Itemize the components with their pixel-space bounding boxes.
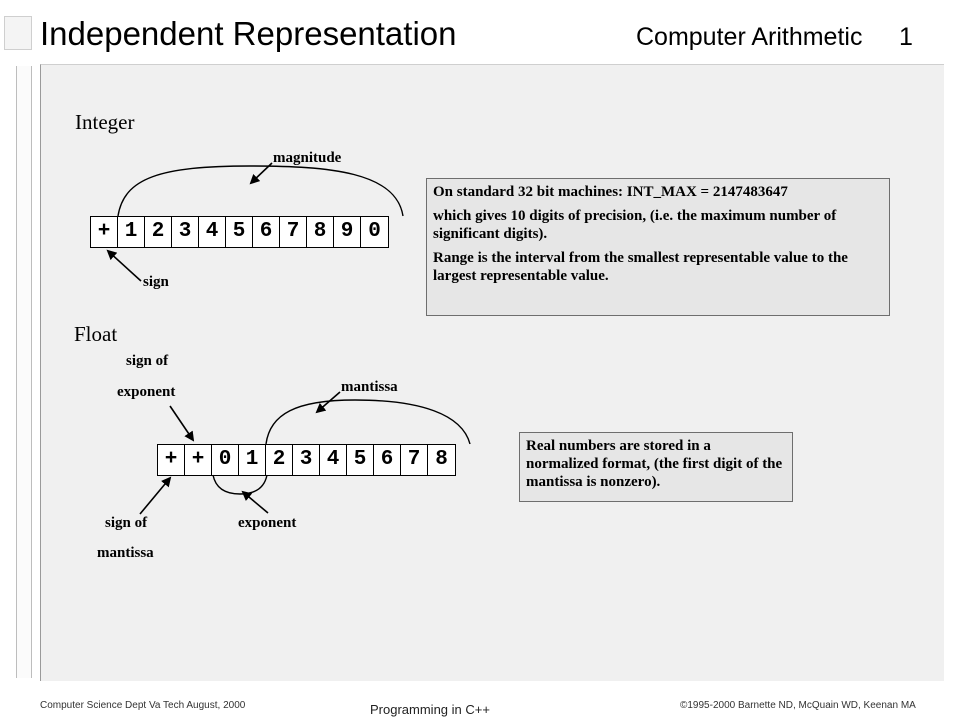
float-digit: 8 <box>435 448 448 471</box>
footer-center: Programming in C++ <box>370 702 490 717</box>
footer-left: Computer Science Dept Va Tech August, 20… <box>40 700 246 711</box>
integer-digit: 4 <box>199 217 226 247</box>
note-line-range: Range is the interval from the smallest … <box>433 250 848 284</box>
slide-topic: Computer Arithmetic <box>636 23 863 51</box>
float-digit: 0 <box>212 445 239 475</box>
float-digit: 3 <box>293 445 320 475</box>
exponent-label: exponent <box>238 515 297 531</box>
integer-digit: 1 <box>118 217 145 247</box>
integer-digit: 3 <box>172 217 199 247</box>
slide-number: 1 <box>899 23 913 51</box>
sign-of-mantissa-label-line1: sign of <box>105 515 148 531</box>
mantissa-label: mantissa <box>341 379 398 395</box>
sign-of-exponent-label-line1: sign of <box>126 353 169 369</box>
float-digit: 2 <box>266 445 293 475</box>
footer-right: ©1995-2000 Barnette ND, McQuain WD, Keen… <box>680 700 916 711</box>
magnitude-label: magnitude <box>273 150 342 166</box>
integer-label: Integer <box>75 110 135 134</box>
integer-digit: 6 <box>253 217 280 247</box>
integer-note: On standard 32 bit machines: INT_MAX = 2… <box>426 178 890 316</box>
integer-digit: 7 <box>280 217 307 247</box>
float-digit: + <box>158 445 185 475</box>
float-digit-row: + + 0 1 2 3 4 5 6 7 8 <box>157 444 456 476</box>
float-digit: 6 <box>374 445 401 475</box>
integer-digit: 0 <box>368 220 381 243</box>
float-note: Real numbers are stored in a normalized … <box>519 432 793 502</box>
integer-digit: 5 <box>226 217 253 247</box>
note-line-precision: which gives 10 digits of precision, (i.e… <box>433 208 837 242</box>
float-digit: 5 <box>347 445 374 475</box>
sign-label: sign <box>143 274 169 290</box>
slide-title: Independent Representation <box>40 15 457 52</box>
note-line-int-max: On standard 32 bit machines: INT_MAX = 2… <box>433 184 788 200</box>
left-rail <box>16 66 32 678</box>
integer-digit: 2 <box>145 217 172 247</box>
sign-of-exponent-label-line2: exponent <box>117 384 176 400</box>
integer-digit: 9 <box>334 217 361 247</box>
integer-digit-row: + 1 2 3 4 5 6 7 8 9 0 <box>90 216 389 248</box>
float-digit: 4 <box>320 445 347 475</box>
integer-digit: + <box>91 217 118 247</box>
float-digit: + <box>185 445 212 475</box>
float-digit: 1 <box>239 445 266 475</box>
content-panel <box>40 64 944 681</box>
float-label: Float <box>74 322 118 346</box>
sign-of-mantissa-label-line2: mantissa <box>97 545 154 561</box>
integer-digit: 8 <box>307 217 334 247</box>
corner-decoration <box>4 16 32 50</box>
float-digit: 7 <box>401 445 428 475</box>
